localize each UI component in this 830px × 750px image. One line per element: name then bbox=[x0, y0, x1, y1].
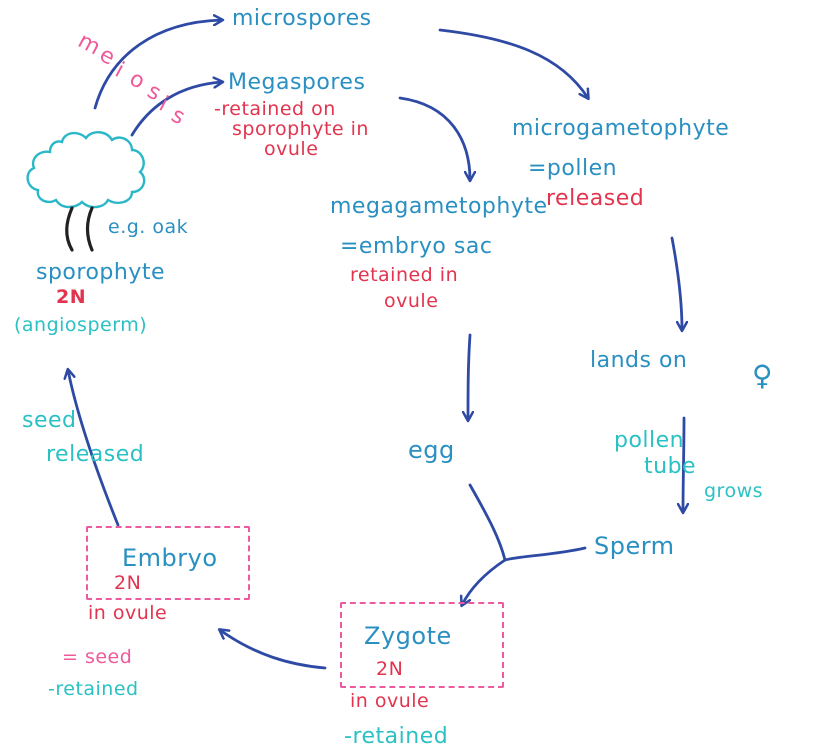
arrow-megaspores-to-megagametophyte bbox=[398, 96, 470, 180]
arrow-pollen-to-lands-on bbox=[670, 236, 682, 330]
pollen-tube-text: grows bbox=[704, 480, 764, 502]
seed-released-text: released bbox=[46, 442, 145, 467]
arrow-to-zygote bbox=[462, 558, 507, 605]
pollen-released-note: released bbox=[546, 186, 645, 211]
arrow-sperm-to-join bbox=[503, 546, 587, 562]
arrow-to-megaspores bbox=[130, 82, 222, 137]
lands-on-label: lands on bbox=[590, 348, 688, 373]
egg-label: egg bbox=[408, 436, 455, 464]
megaspores-label: Megaspores bbox=[228, 70, 366, 95]
pollen-tube-text: pollen bbox=[614, 428, 685, 453]
embryo-sac-label: =embryo sac bbox=[340, 234, 493, 259]
embryo-in-ovule: in ovule bbox=[88, 602, 168, 624]
megagametophyte-note: retained in bbox=[350, 264, 459, 286]
zygote-ploidy: 2N bbox=[376, 658, 404, 680]
pollen-label: =pollen bbox=[528, 156, 618, 181]
sperm-label: Sperm bbox=[594, 532, 675, 560]
microspores-label: microspores bbox=[232, 6, 372, 31]
megaspores-note: ovule bbox=[264, 138, 319, 160]
sporophyte-ploidy: 2N bbox=[56, 286, 87, 308]
zygote-dashed-box bbox=[340, 602, 504, 688]
female-symbol-icon: ♀ bbox=[752, 359, 774, 392]
zygote-retained: -retained bbox=[344, 724, 449, 749]
arrow-microspores-to-microgametophyte bbox=[438, 28, 588, 98]
seed-released-text: seed bbox=[22, 408, 77, 433]
arrow-tube-to-sperm bbox=[683, 416, 684, 512]
angiosperm-label: (angiosperm) bbox=[14, 314, 148, 336]
megagametophyte-label: megagametophyte bbox=[330, 194, 548, 219]
zygote-label: Zygote bbox=[364, 622, 452, 650]
megagametophyte-note: ovule bbox=[384, 290, 439, 312]
embryo-dashed-box bbox=[86, 526, 250, 600]
sporophyte-label: sporophyte bbox=[36, 260, 165, 285]
microgametophyte-label: microgametophyte bbox=[512, 116, 730, 141]
megaspores-note: -retained on bbox=[214, 98, 336, 120]
example-oak-label: e.g. oak bbox=[108, 216, 189, 238]
embryo-retained: -retained bbox=[48, 678, 139, 700]
megaspores-note: sporophyte in bbox=[232, 118, 369, 140]
arrow-zygote-to-embryo bbox=[220, 630, 327, 670]
tree-icon bbox=[26, 131, 146, 252]
arrow-megagametophyte-to-egg bbox=[468, 333, 470, 420]
pollen-tube-text: tube bbox=[644, 454, 697, 479]
embryo-ploidy: 2N bbox=[114, 572, 142, 594]
arrow-to-microspores bbox=[93, 20, 222, 110]
seed-equals-label: = seed bbox=[62, 646, 133, 668]
arrow-egg-to-join bbox=[468, 483, 507, 562]
embryo-label: Embryo bbox=[122, 544, 218, 572]
arrow-embryo-to-sporophyte bbox=[68, 370, 120, 527]
zygote-in-ovule: in ovule bbox=[350, 690, 430, 712]
